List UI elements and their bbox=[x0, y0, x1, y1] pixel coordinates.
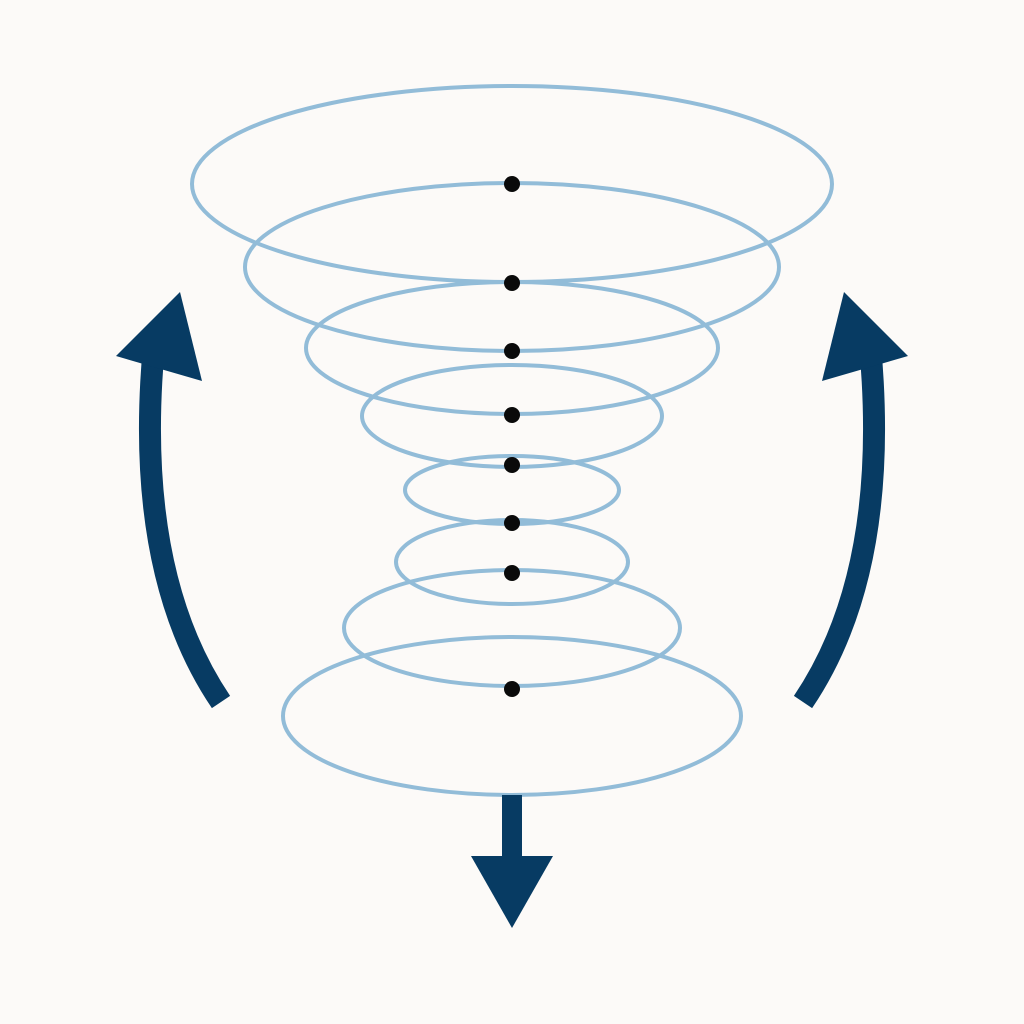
down-arrow-icon bbox=[471, 795, 553, 928]
axis-dots bbox=[504, 176, 520, 697]
down-arrow-shaft bbox=[502, 795, 522, 865]
down-arrow-head bbox=[471, 856, 553, 928]
axis-dot-3 bbox=[504, 343, 520, 359]
axis-dot-7 bbox=[504, 565, 520, 581]
axis-dot-1 bbox=[504, 176, 520, 192]
right-arrow-head bbox=[822, 292, 908, 381]
axis-dot-5 bbox=[504, 457, 520, 473]
right-arrow-shaft bbox=[793, 343, 886, 709]
curved-up-arrow-icon bbox=[116, 292, 231, 709]
curved-up-arrow-icon bbox=[793, 292, 908, 709]
axis-dot-4 bbox=[504, 407, 520, 423]
left-arrow-head bbox=[116, 292, 202, 381]
axis-dot-6 bbox=[504, 515, 520, 531]
axis-dot-8 bbox=[504, 681, 520, 697]
left-arrow-shaft bbox=[138, 343, 231, 709]
axis-dot-2 bbox=[504, 275, 520, 291]
